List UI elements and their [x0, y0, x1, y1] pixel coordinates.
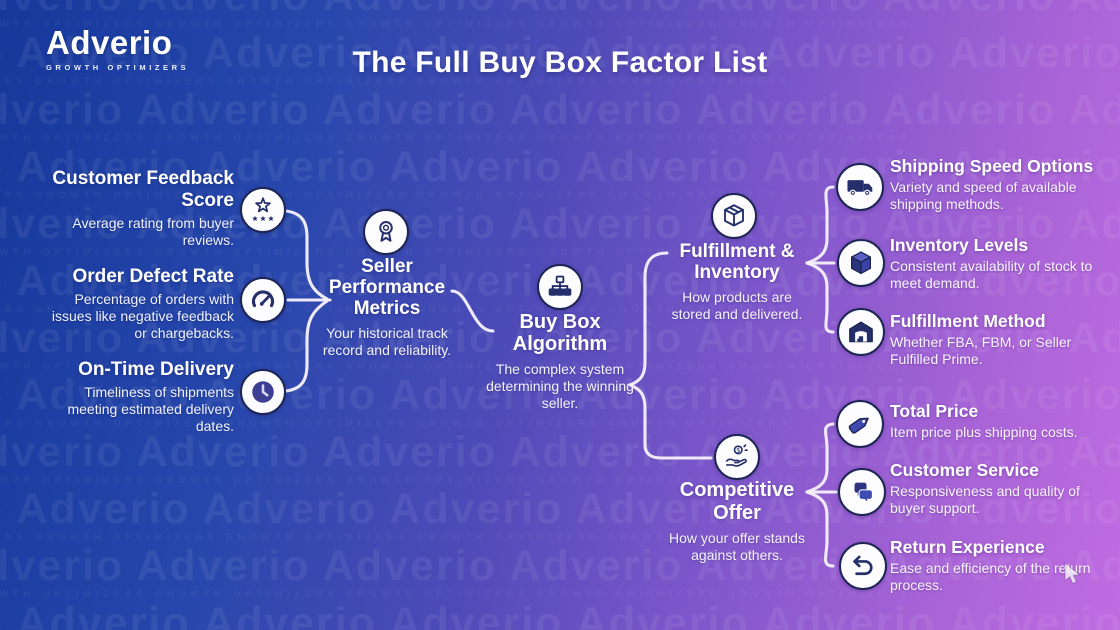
- node-fulfillment-inventory: Fulfillment & Inventory How products are…: [652, 241, 822, 323]
- page-title: The Full Buy Box Factor List: [352, 46, 768, 79]
- factor-desc: Variety and speed of available shipping …: [890, 179, 1077, 212]
- node-title: Seller Performance Metrics: [328, 256, 446, 319]
- factor-title: Inventory Levels: [890, 235, 1029, 255]
- factor-title: Total Price: [890, 401, 979, 421]
- chat-bubbles-icon: [838, 468, 886, 516]
- factor-desc: Item price plus shipping costs.: [890, 424, 1078, 440]
- factor-item-inventory-levels: Inventory Levels Consistent availability…: [890, 235, 1120, 291]
- factor-item-customer-feedback: Customer Feedback Score Average rating f…: [20, 168, 234, 249]
- price-tag-icon: [836, 400, 884, 448]
- factor-desc: Average rating from buyer reviews.: [72, 215, 234, 248]
- node-desc: How your offer stands against others.: [669, 530, 805, 563]
- truck-icon: [836, 163, 884, 211]
- factor-item-total-price: Total Price Item price plus shipping cos…: [890, 401, 1120, 441]
- factor-item-order-defect: Order Defect Rate Percentage of orders w…: [20, 266, 234, 342]
- factor-desc: Percentage of orders with issues like ne…: [51, 291, 234, 341]
- factor-item-on-time-delivery: On-Time Delivery Timeliness of shipments…: [20, 359, 234, 435]
- factor-desc: Timeliness of shipments meeting estimate…: [67, 384, 234, 434]
- node-title: Competitive Offer: [679, 479, 795, 524]
- logo-tagline: GROWTH OPTIMIZERS: [46, 63, 190, 72]
- factor-desc: Ease and efficiency of the return proces…: [890, 560, 1091, 593]
- factor-title: Order Defect Rate: [72, 266, 234, 287]
- factor-title: Shipping Speed Options: [890, 156, 1094, 176]
- warehouse-icon: [837, 308, 885, 356]
- factor-title: Customer Service: [890, 460, 1039, 480]
- cube-icon: [837, 239, 885, 287]
- factor-desc: Whether FBA, FBM, or Seller Fulfilled Pr…: [890, 334, 1072, 367]
- node-desc: How products are stored and delivered.: [671, 289, 803, 322]
- factor-item-fulfillment-method: Fulfillment Method Whether FBA, FBM, or …: [890, 311, 1120, 367]
- node-desc: The complex system determining the winni…: [486, 361, 634, 411]
- logo: Adverio GROWTH OPTIMIZERS: [46, 24, 190, 73]
- svg-text:$: $: [736, 446, 740, 454]
- hand-coin-icon: $: [714, 434, 760, 480]
- factor-title: Fulfillment Method: [890, 311, 1046, 331]
- node-title: Buy Box Algorithm: [512, 311, 608, 355]
- factor-title: Return Experience: [890, 537, 1045, 557]
- rating-stars-icon: [240, 187, 286, 233]
- hierarchy-icon: [537, 264, 583, 310]
- package-icon: [711, 193, 757, 239]
- factor-title: Customer Feedback Score: [52, 168, 234, 211]
- return-arrow-icon: [839, 542, 887, 590]
- factor-title: On-Time Delivery: [78, 359, 234, 380]
- node-title: Fulfillment & Inventory: [679, 241, 795, 283]
- node-desc: Your historical track record and reliabi…: [322, 325, 452, 358]
- factor-item-shipping-speed: Shipping Speed Options Variety and speed…: [890, 156, 1120, 212]
- factor-desc: Consistent availability of stock to meet…: [890, 258, 1093, 291]
- factor-desc: Responsiveness and quality of buyer supp…: [890, 483, 1080, 516]
- gauge-icon: [240, 277, 286, 323]
- clock-icon: [240, 369, 286, 415]
- node-competitive-offer: Competitive Offer How your offer stands …: [652, 479, 822, 564]
- node-seller-performance: Seller Performance Metrics Your historic…: [302, 256, 472, 359]
- award-ribbon-icon: [363, 209, 409, 255]
- logo-name: Adverio: [46, 24, 173, 61]
- node-buy-box-algorithm: Buy Box Algorithm The complex system det…: [475, 311, 645, 412]
- factor-item-customer-service: Customer Service Responsiveness and qual…: [890, 460, 1120, 516]
- factor-item-return-experience: Return Experience Ease and efficiency of…: [890, 537, 1120, 593]
